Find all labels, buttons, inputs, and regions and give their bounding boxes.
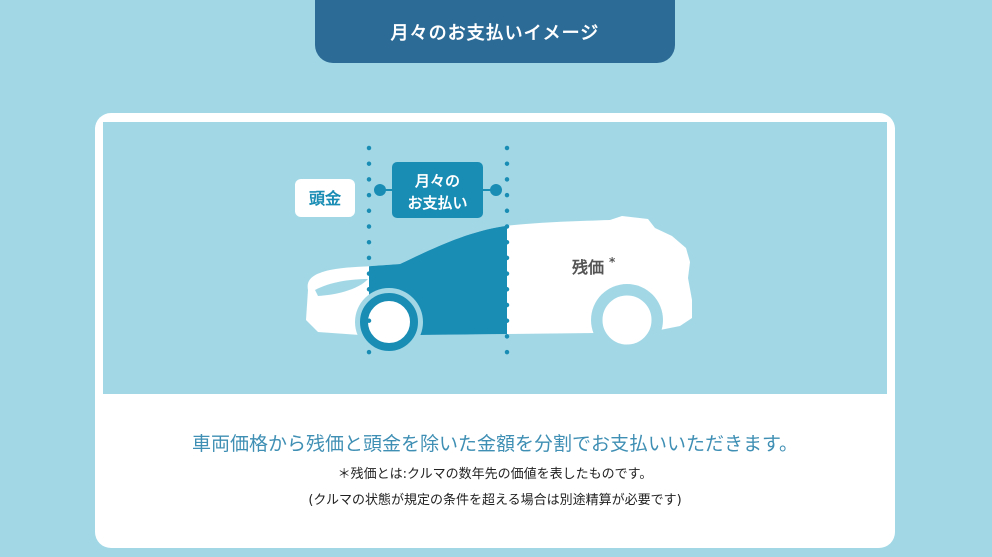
rear-wheel-icon	[597, 290, 657, 350]
diagram-panel: 月々の お支払い 頭金 残価 *	[103, 122, 887, 394]
headlight	[315, 279, 368, 296]
description-lead: 車両価格から残価と頭金を除いた金額を分割でお支払いいただきます。	[191, 433, 799, 455]
front-wheel-icon	[360, 293, 418, 351]
monthly-label-line2: お支払い	[407, 194, 467, 212]
residual-asterisk: *	[609, 255, 616, 269]
header-tab: 月々のお支払いイメージ	[315, 0, 675, 63]
down-payment-box	[295, 179, 355, 217]
down-payment-label: 頭金	[309, 189, 342, 208]
settlement-note: (クルマの状態が規定の条件を超える場合は別途精算が必要です)	[308, 493, 682, 508]
connector-dot-right	[490, 184, 502, 196]
header-title: 月々のお支払いイメージ	[390, 22, 600, 44]
monthly-label-line1: 月々の	[414, 172, 460, 190]
car-diagram: 月々の お支払い 頭金 残価 *	[295, 145, 692, 359]
connector-dot-left	[374, 184, 386, 196]
residual-label: 残価	[572, 258, 604, 277]
residual-note: ＊残価とは:クルマの数年先の価値を表したものです。	[337, 467, 653, 482]
payment-card: 月々の お支払い 頭金 残価 * 車両価格から残価と頭金を除いた金額を分割でお支…	[95, 113, 895, 548]
monthly-label-box	[392, 162, 483, 218]
